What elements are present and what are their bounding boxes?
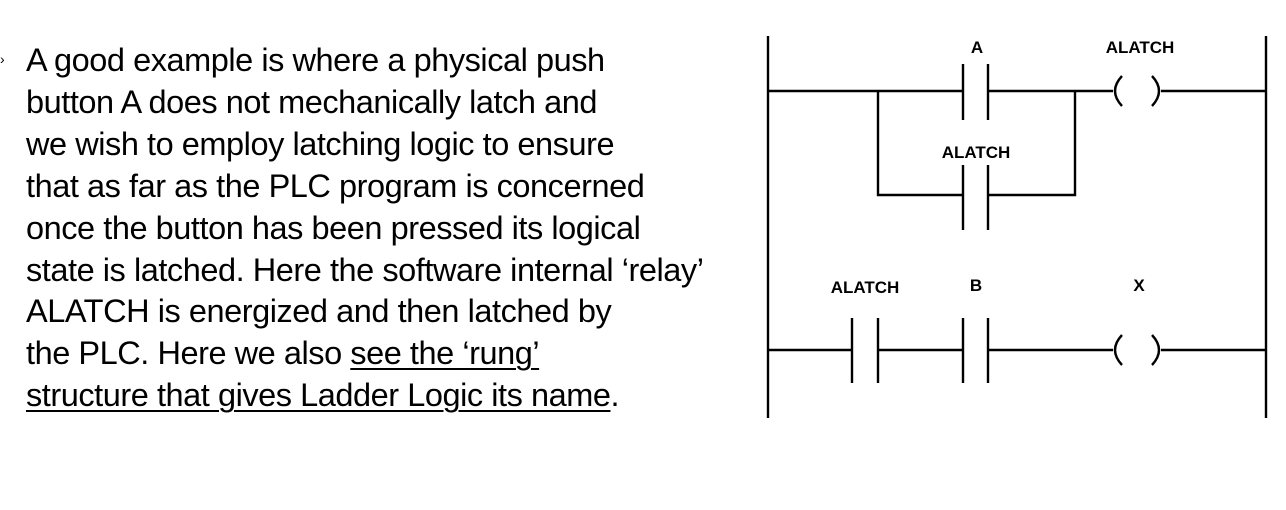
paragraph-line-3: we wish to employ latching logic to ensu… xyxy=(26,125,615,162)
contact-alatch-branch-label: ALATCH xyxy=(942,143,1011,162)
paragraph-line-1: A good example is where a physical push xyxy=(26,42,605,78)
paragraph-line-4: that as far as the PLC program is concer… xyxy=(26,167,645,204)
coil-alatch-label: ALATCH xyxy=(1106,38,1175,57)
line-8-plain-text: the PLC. Here we also xyxy=(26,335,351,372)
line-8-underlined-text: see the ‘rung’ xyxy=(350,335,540,372)
paragraph-line-7: ALATCH is energized and then latched by xyxy=(26,293,612,330)
paragraph-line-6: state is latched. Here the software inte… xyxy=(26,251,704,288)
branch-wire-right xyxy=(988,91,1077,197)
line-9-underlined-text: structure that gives Ladder Logic its na… xyxy=(26,377,611,414)
coil-x-left-arc xyxy=(1113,334,1123,366)
paragraph-line-8: the PLC. Here we also see the ‘rung’ xyxy=(26,333,806,375)
line-9-period: . xyxy=(610,377,620,414)
rung-1: A ALATCH ALATCH xyxy=(768,38,1266,230)
paragraph-line-5: once the button has been pressed its log… xyxy=(26,209,641,246)
coil-x-right-arc xyxy=(1151,334,1161,366)
bullet-marker: › xyxy=(0,51,5,67)
paragraph-line-9: structure that gives Ladder Logic its na… xyxy=(26,375,806,417)
branch-wire-left xyxy=(876,91,963,197)
contact-b-label: B xyxy=(970,276,982,295)
coil-alatch-left-arc xyxy=(1113,75,1123,107)
coil-alatch-right-arc xyxy=(1151,75,1161,107)
contact-alatch-label: ALATCH xyxy=(831,278,900,297)
coil-x-label: X xyxy=(1133,276,1145,295)
rung-2: ALATCH B X xyxy=(768,276,1266,383)
explanation-paragraph: A good example is where a physical push … xyxy=(26,40,806,417)
paragraph-line-2: button A does not mechanically latch and xyxy=(26,83,598,120)
contact-a-label: A xyxy=(971,38,983,57)
